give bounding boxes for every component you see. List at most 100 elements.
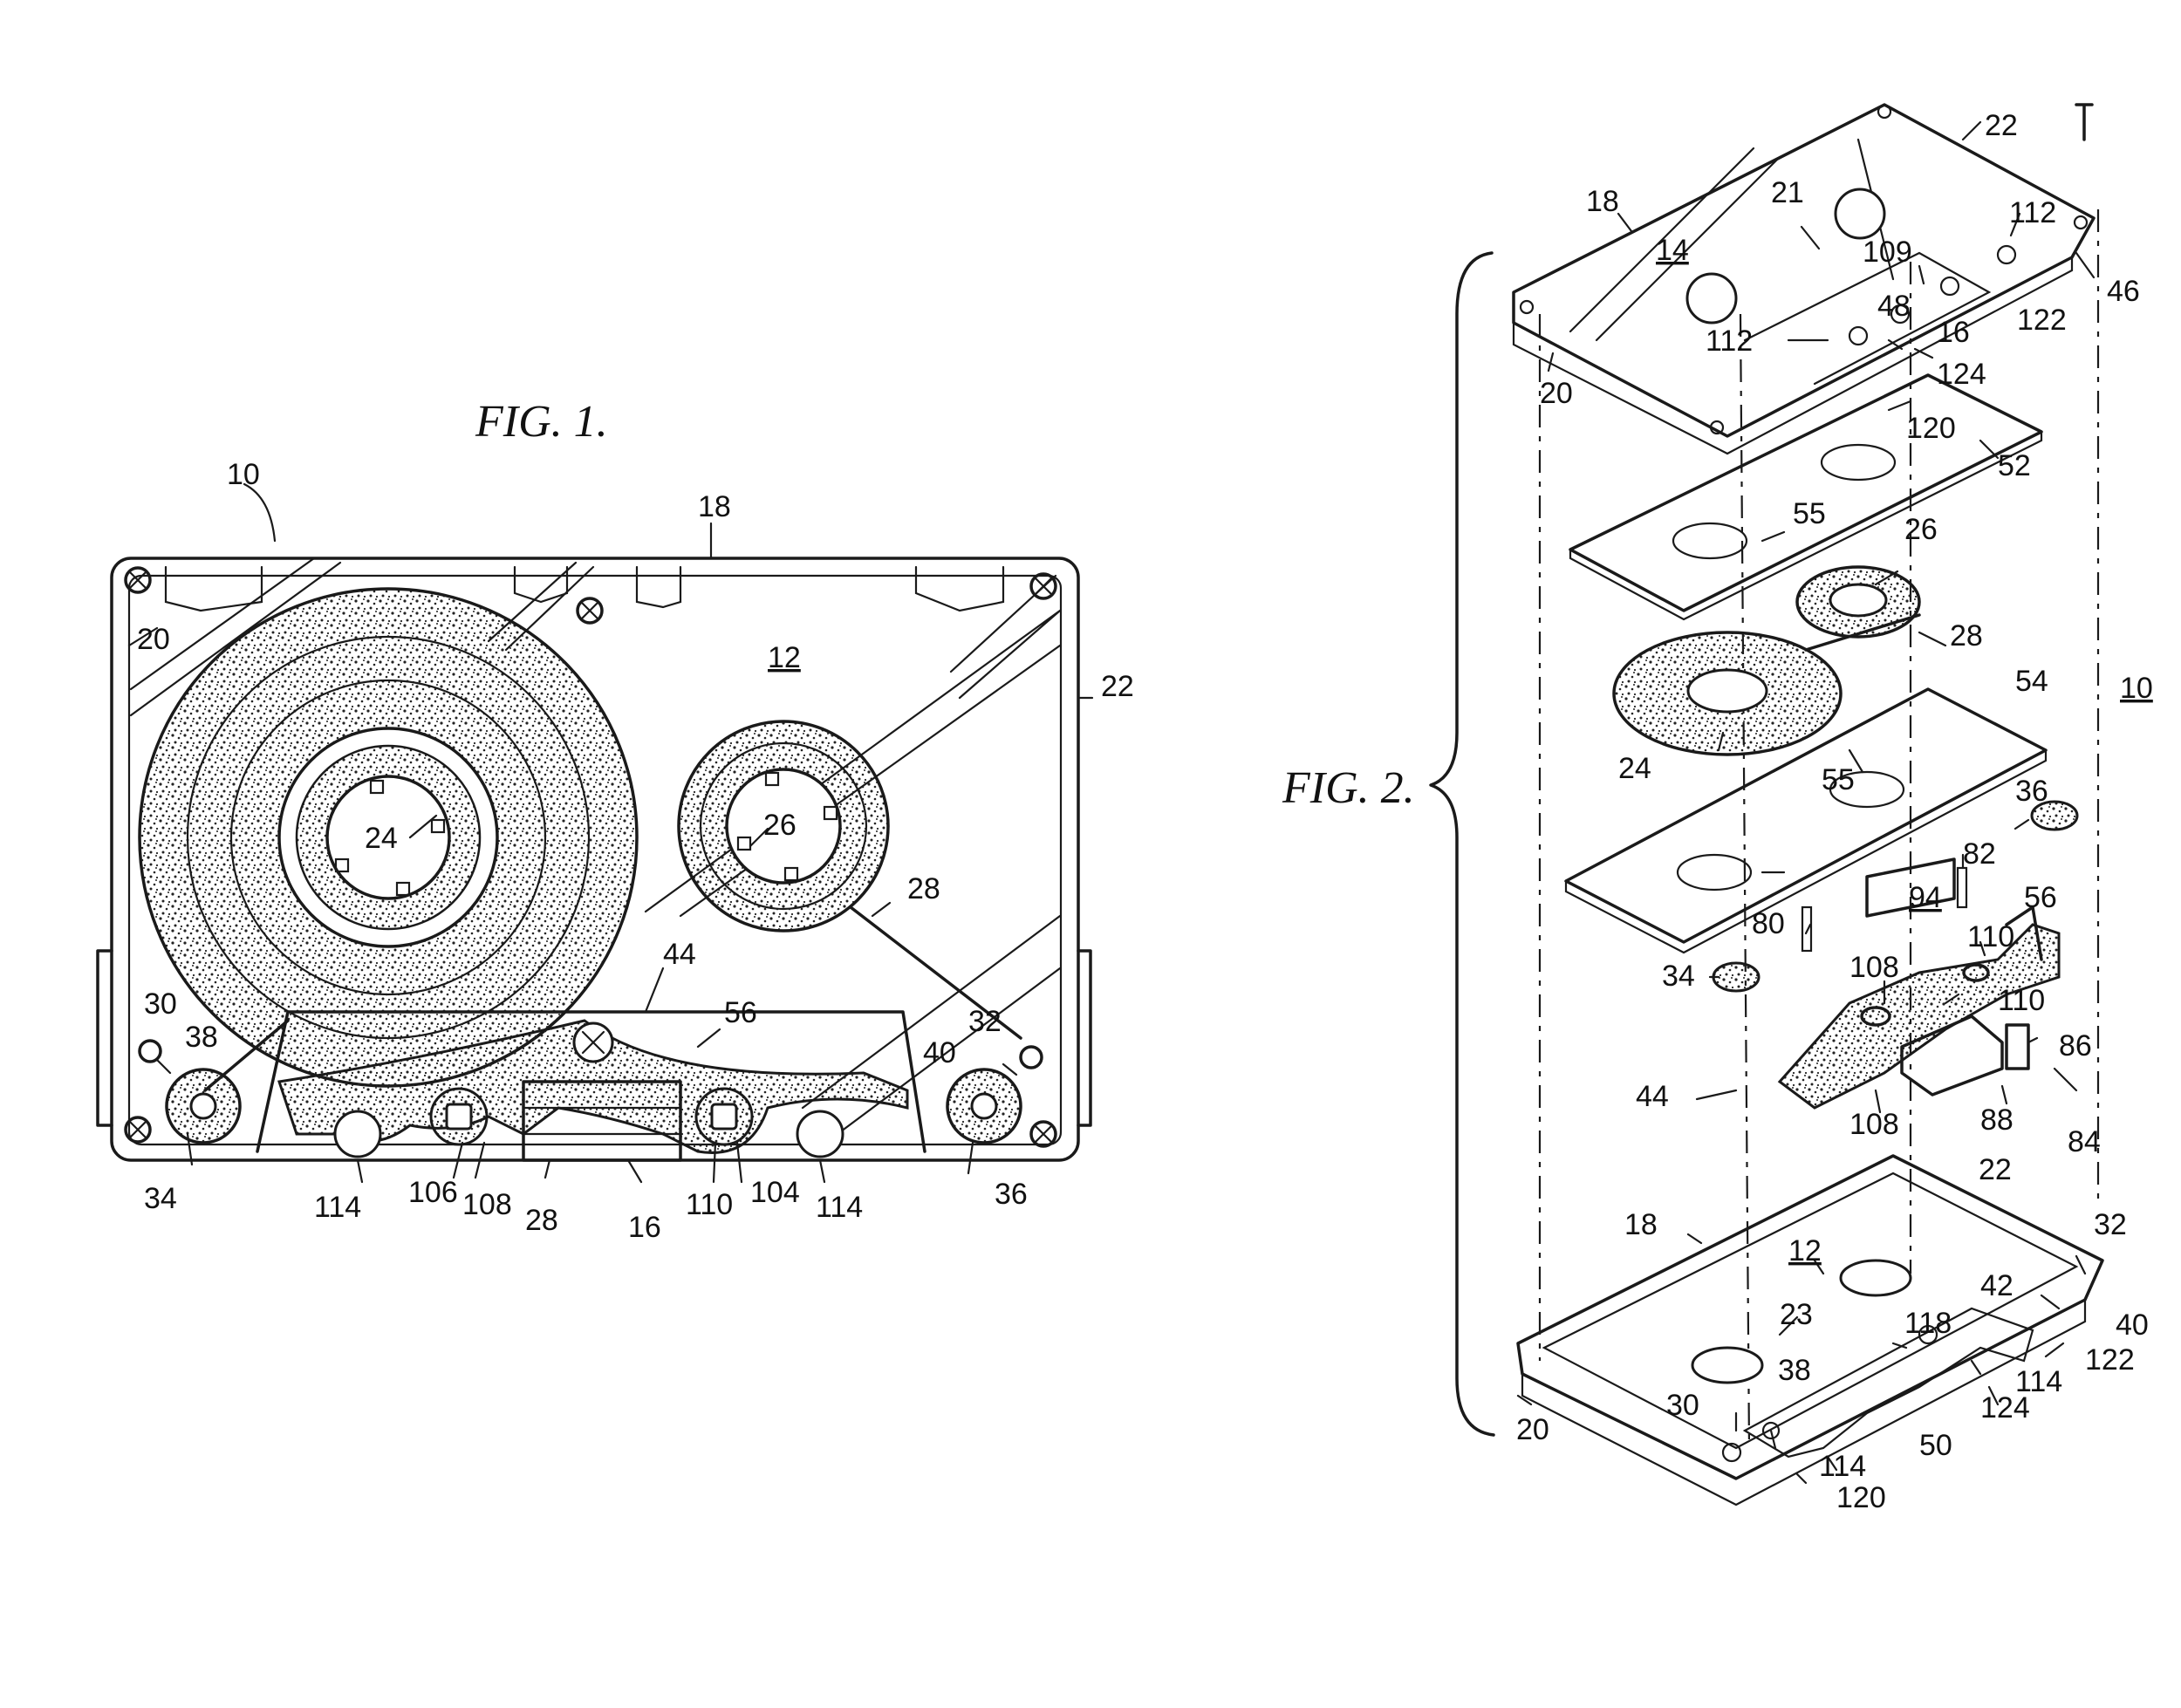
fig2-label-122t: 122: [2017, 304, 2067, 337]
figure-1: FIG. 1.: [96, 397, 1134, 1244]
fig2-label-110a: 110: [1967, 920, 2014, 953]
fig2-label-12: 12: [1788, 1234, 1822, 1267]
fig1-label-12: 12: [768, 641, 801, 674]
fig2-label-122b: 122: [2085, 1343, 2135, 1377]
fig2-label-108a: 108: [1849, 951, 1899, 984]
fig1-label-26: 26: [763, 809, 797, 842]
fig2-head-84: [1900, 1015, 2004, 1097]
fig1-head-opening-16: [522, 1080, 682, 1162]
fig2-label-23: 23: [1780, 1298, 1813, 1331]
fig1-notch: [513, 565, 569, 604]
fig1-label-106: 106: [408, 1176, 458, 1209]
fig2-label-20t: 20: [1540, 377, 1573, 410]
fig2-label-44: 44: [1636, 1080, 1669, 1113]
fig2-label-94: 94: [1909, 881, 1942, 914]
fig2-label-112b: 112: [1706, 325, 1753, 358]
fig2-label-124b: 124: [1980, 1391, 2030, 1424]
fig1-window-frame: [256, 1010, 926, 1153]
fig2-post-118: [1918, 1324, 1938, 1345]
fig2-label-114b: 114: [1819, 1450, 1866, 1483]
fig1-label-20: 20: [137, 623, 170, 656]
fig1-label-56: 56: [724, 996, 757, 1029]
figure-2: FIG. 2.: [1282, 103, 2153, 1514]
fig1-label-114a: 114: [314, 1191, 361, 1224]
fig1-screw: [1029, 1120, 1057, 1148]
fig2-label-124t: 124: [1937, 358, 1986, 391]
fig1-pin-114: [796, 1110, 844, 1158]
fig2-roller-34: [1712, 961, 1761, 993]
fig2-label-10: 10: [2120, 672, 2153, 705]
fig1-label-30: 30: [144, 987, 177, 1021]
fig2-label-18t: 18: [1586, 185, 1619, 218]
fig1-label-32: 32: [968, 1005, 1002, 1038]
fig1-label-18: 18: [698, 490, 731, 523]
fig1-screw: [124, 566, 152, 594]
fig2-pad-94: [1865, 857, 1956, 918]
fig1-inner-wall: [127, 574, 1063, 1146]
fig2-label-118: 118: [1904, 1307, 1952, 1340]
fig1-notch: [635, 565, 682, 609]
fig1-label-28b: 28: [525, 1204, 558, 1237]
fig2-label-88: 88: [1980, 1103, 2013, 1137]
fig2-label-21: 21: [1771, 176, 1804, 209]
fig2-hub-hole: [1834, 188, 1886, 240]
fig1-label-34: 34: [144, 1182, 177, 1215]
fig2-label-108b: 108: [1849, 1108, 1899, 1141]
fig1-label-110: 110: [686, 1188, 733, 1221]
fig2-label-24: 24: [1618, 752, 1651, 785]
fig1-label-28a: 28: [907, 872, 940, 905]
fig2-hub-hole: [1685, 272, 1738, 325]
fig1-screw: [124, 1116, 152, 1144]
fig2-brace: [1429, 251, 1495, 1437]
fig1-tape-28: [849, 905, 1022, 1040]
fig2-label-32: 32: [2094, 1208, 2127, 1241]
fig2-screw: [2075, 103, 2094, 141]
fig2-label-26: 26: [1904, 513, 1938, 546]
fig2-label-56: 56: [2024, 881, 2057, 914]
fig2-hub-boss: [1839, 1259, 1912, 1297]
fig2-label-109: 109: [1863, 236, 1912, 269]
fig2-label-112a: 112: [2009, 196, 2056, 229]
fig2-pin-82: [1956, 866, 1968, 909]
fig2-label-80: 80: [1752, 907, 1785, 940]
fig2-roller-36: [2030, 800, 2079, 831]
fig2-shield-86: [2005, 1023, 2030, 1070]
fig2-label-110b: 110: [1998, 984, 2045, 1017]
fig2-title: FIG. 2.: [1282, 763, 1415, 813]
fig2-label-28: 28: [1950, 619, 1983, 652]
fig2-label-38: 38: [1778, 1354, 1811, 1387]
fig2-label-86: 86: [2059, 1029, 2092, 1062]
fig1-leader-lines: [127, 522, 1094, 1184]
fig2-pin-80: [1801, 905, 1813, 953]
fig2-label-22t: 22: [1985, 109, 2018, 142]
fig2-label-48: 48: [1877, 290, 1911, 323]
fig1-label-16: 16: [628, 1211, 661, 1244]
fig1-screw: [572, 1021, 614, 1063]
fig2-label-30: 30: [1666, 1389, 1699, 1422]
fig1-label-104: 104: [750, 1176, 800, 1209]
fig1-notch: [164, 565, 263, 612]
fig2-label-55b: 55: [1822, 763, 1855, 796]
fig1-label-40: 40: [923, 1036, 956, 1069]
fig2-label-42: 42: [1980, 1269, 2013, 1302]
fig2-label-55a: 55: [1793, 497, 1826, 530]
fig1-pin-114: [333, 1110, 382, 1158]
fig2-leader-lines: [1516, 120, 2096, 1485]
fig2-label-50: 50: [1919, 1429, 1952, 1462]
fig2-label-36: 36: [2015, 775, 2048, 808]
fig1-guide-post-32: [1019, 1045, 1043, 1069]
fig1-label-108: 108: [462, 1188, 512, 1221]
fig1-label-38: 38: [185, 1021, 218, 1054]
fig2-label-20b: 20: [1516, 1413, 1549, 1446]
fig2-label-18b: 18: [1624, 1208, 1658, 1241]
fig1-guide-post-30: [138, 1039, 162, 1063]
fig2-label-120b: 120: [1836, 1481, 1886, 1514]
fig2-label-54: 54: [2015, 665, 2048, 698]
fig2-tape-28: [1804, 613, 1921, 652]
fig1-left-tab: [96, 949, 113, 1127]
fig1-title: FIG. 1.: [475, 397, 608, 447]
fig1-right-tab: [1077, 949, 1092, 1127]
fig2-label-22b: 22: [1979, 1153, 2012, 1186]
fig2-label-52: 52: [1998, 449, 2031, 482]
